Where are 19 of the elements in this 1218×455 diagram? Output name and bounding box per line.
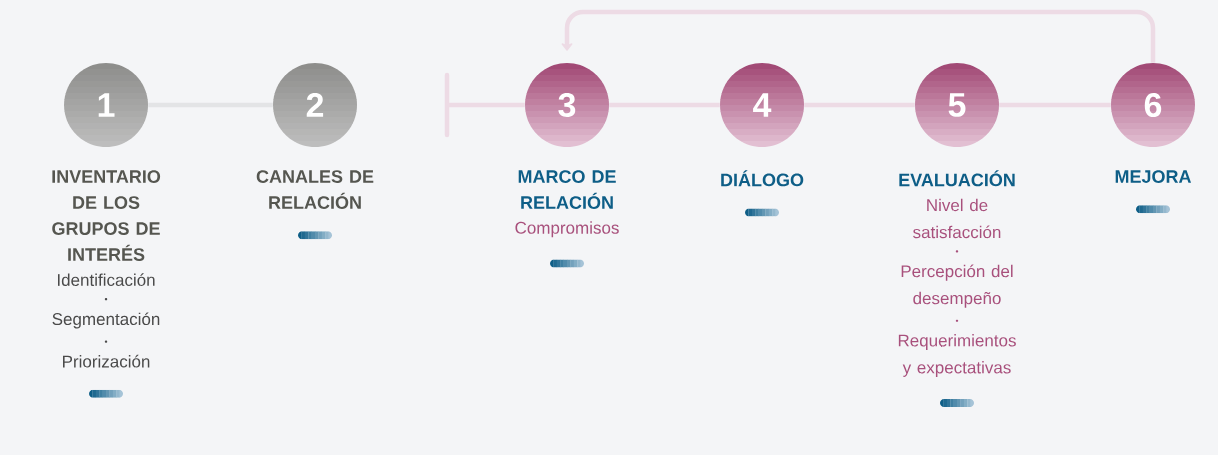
step-heading: DIÁLOGO [721, 170, 804, 187]
step-heading: MARCO DE RELACIÓN [518, 170, 616, 209]
item-text: Compromisos [515, 221, 619, 238]
item-text: Nivel de satisfacción [913, 198, 1001, 239]
item-text: Percepción del desempeño [901, 264, 1013, 308]
step-heading: CANALES DE RELACIÓN [256, 170, 374, 209]
item-text: Priorización [63, 354, 150, 368]
connector [561, 9, 1156, 63]
connector [447, 102, 525, 108]
item-text: Requerimientos y expectativas [898, 334, 1016, 377]
step-heading: MEJORA [1115, 170, 1192, 183]
step-heading: INVENTARIO DE LOS GRUPOS DE INTERÉS [52, 170, 161, 261]
connector [804, 102, 915, 108]
step-heading: EVALUACIÓN [899, 170, 1015, 187]
connector [999, 102, 1111, 108]
connector [148, 102, 273, 108]
item-text: Identificación [57, 273, 155, 287]
item-text: Segmentación [52, 312, 160, 329]
connector [609, 102, 720, 108]
